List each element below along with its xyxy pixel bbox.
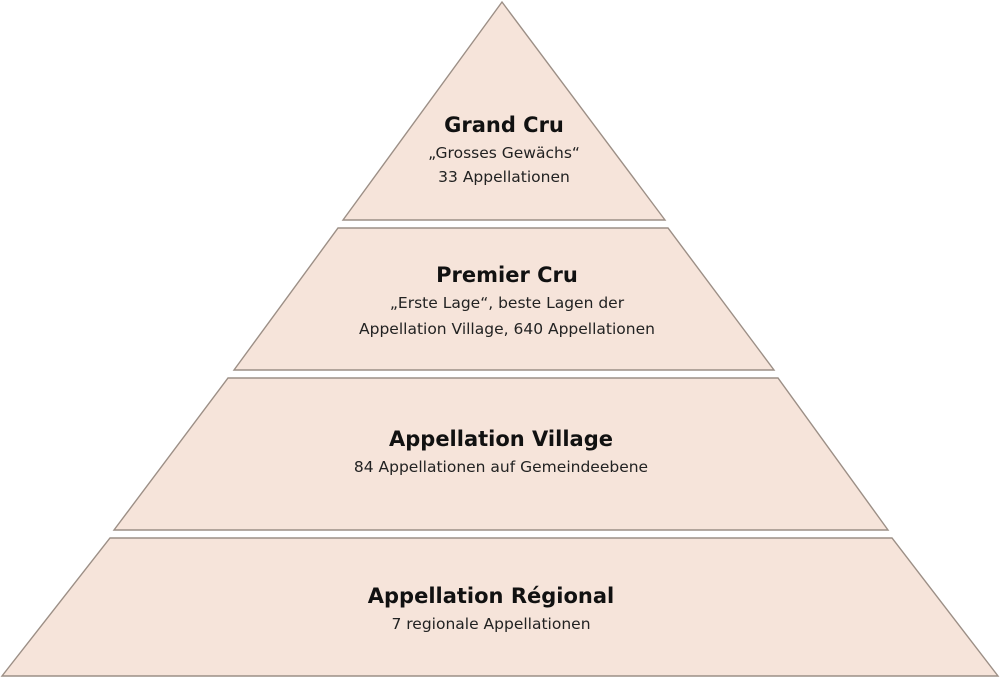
tier-grand-cru-title: Grand Cru bbox=[444, 113, 564, 137]
tier-appellation-regional-line-1: 7 regionale Appellationen bbox=[391, 615, 590, 633]
tier-premier-cru: Premier Cru „Erste Lage“, beste Lagen de… bbox=[232, 227, 776, 371]
tier-appellation-village-title: Appellation Village bbox=[389, 427, 613, 451]
tier-appellation-regional-title: Appellation Régional bbox=[368, 584, 614, 608]
tier-premier-cru-shape bbox=[232, 227, 776, 371]
tier-premier-cru-line-1: „Erste Lage“, beste Lagen der bbox=[390, 294, 625, 312]
tier-appellation-regional-shape bbox=[0, 537, 1000, 677]
tier-premier-cru-line-2: Appellation Village, 640 Appellationen bbox=[359, 320, 655, 338]
tier-appellation-village-shape bbox=[112, 377, 890, 531]
tier-grand-cru-line-2: 33 Appellationen bbox=[438, 168, 570, 186]
tier-grand-cru-shape bbox=[341, 0, 667, 221]
tier-appellation-village-line-1: 84 Appellationen auf Gemeindeebene bbox=[354, 458, 648, 476]
tier-grand-cru-line-1: „Grosses Gewächs“ bbox=[428, 144, 580, 162]
tier-appellation-regional: Appellation Régional 7 regionale Appella… bbox=[0, 537, 1000, 677]
tier-appellation-village: Appellation Village 84 Appellationen auf… bbox=[112, 377, 890, 531]
tier-grand-cru: Grand Cru „Grosses Gewächs“ 33 Appellati… bbox=[341, 0, 667, 221]
tier-premier-cru-title: Premier Cru bbox=[436, 263, 578, 287]
